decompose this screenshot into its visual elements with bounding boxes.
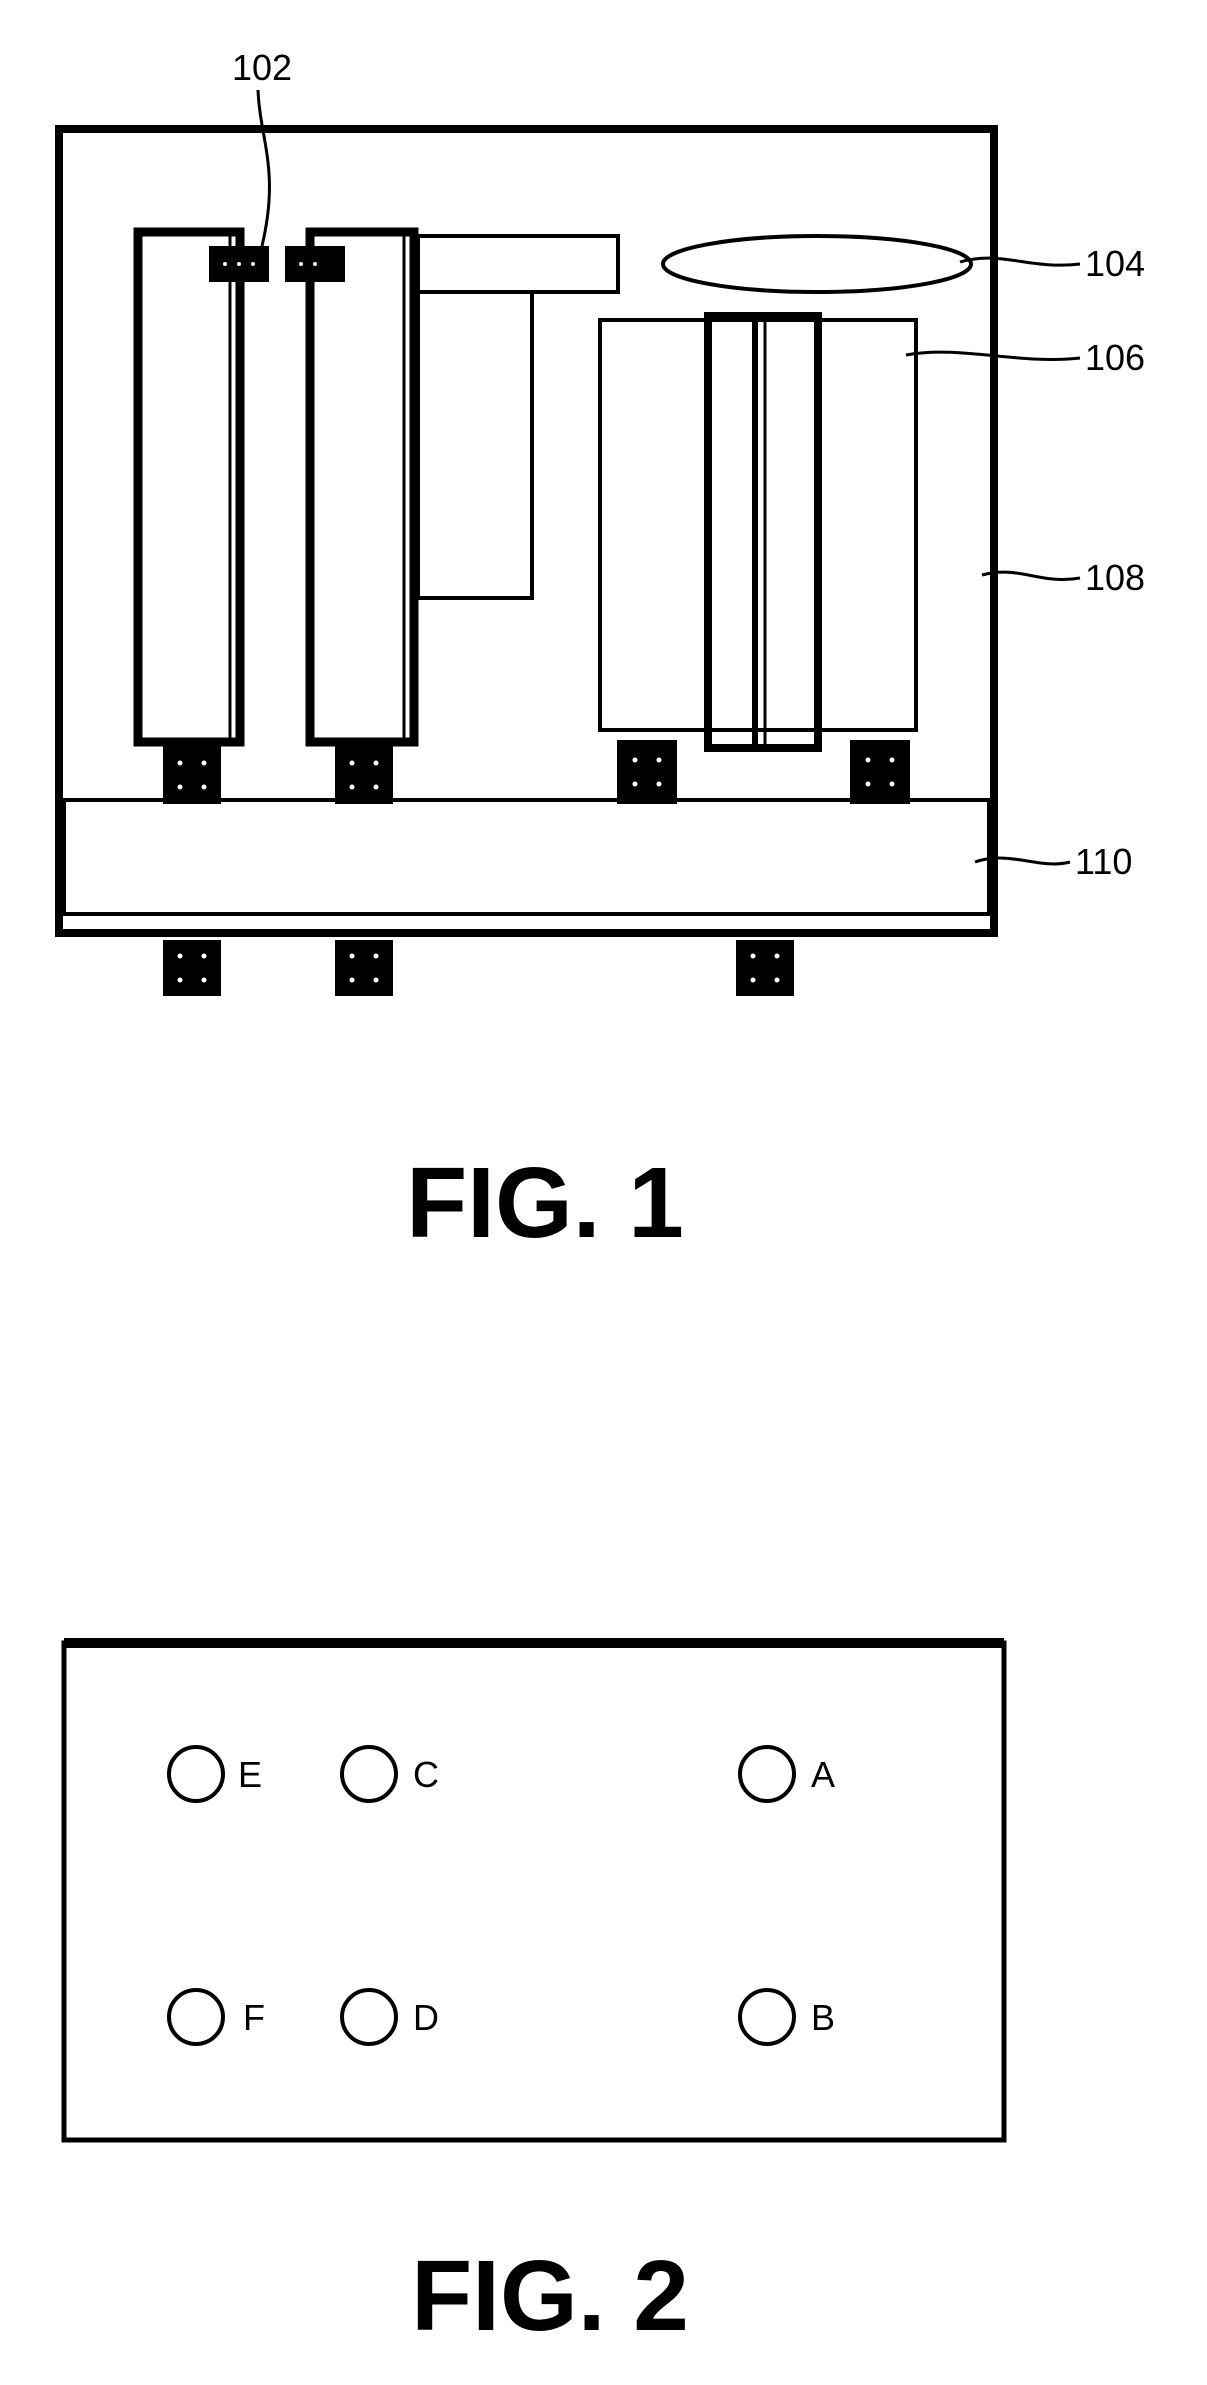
point-a-label: A: [811, 1754, 835, 1795]
point-b: B: [738, 1988, 835, 2046]
point-c: C: [340, 1745, 439, 1803]
base-plate-110: [62, 798, 991, 916]
figure-1-caption: FIG. 1: [406, 1147, 684, 1259]
leader-110: [974, 856, 1071, 866]
connector-2: [335, 746, 393, 804]
connector-3: [617, 740, 677, 804]
connector-row-outer: [163, 940, 794, 996]
figure-1: 102 104 106 108 110 FIG. 1: [55, 47, 1145, 1259]
middle-module: [305, 227, 419, 747]
point-d: D: [340, 1988, 439, 2046]
block-106: [598, 312, 918, 752]
label-104: 104: [1085, 243, 1145, 284]
connector-5: [163, 940, 221, 996]
loop-104: [661, 234, 973, 294]
label-106: 106: [1085, 337, 1145, 378]
point-d-label: D: [413, 1997, 439, 2038]
point-e: E: [167, 1745, 262, 1803]
connector-row-inner: [163, 740, 910, 804]
panel-outline: [61, 1640, 1007, 2143]
connector-4: [850, 740, 910, 804]
connector-6: [335, 940, 393, 996]
label-108: 108: [1085, 557, 1145, 598]
pad-102-left: [209, 246, 269, 282]
point-a: A: [738, 1745, 835, 1803]
leader-102: [256, 89, 271, 247]
connector-7: [736, 940, 794, 996]
point-c-label: C: [413, 1754, 439, 1795]
left-module: [133, 227, 245, 747]
point-b-label: B: [811, 1997, 835, 2038]
point-f-label: F: [243, 1997, 265, 2038]
leader-104: [959, 256, 1081, 267]
pad-102-right: [285, 246, 345, 282]
support-bracket: [416, 234, 620, 600]
figure-2-caption: FIG. 2: [411, 2240, 689, 2352]
leader-106: [905, 350, 1081, 362]
label-102: 102: [232, 47, 292, 88]
figure-2: E C A F D B FIG. 2: [61, 1638, 1007, 2352]
enclosure-108: [55, 125, 998, 937]
leader-108: [981, 570, 1081, 581]
label-110: 110: [1075, 841, 1132, 882]
leader-lines: [256, 89, 1081, 866]
point-f: F: [167, 1988, 265, 2046]
point-e-label: E: [238, 1754, 262, 1795]
connector-1: [163, 746, 221, 804]
